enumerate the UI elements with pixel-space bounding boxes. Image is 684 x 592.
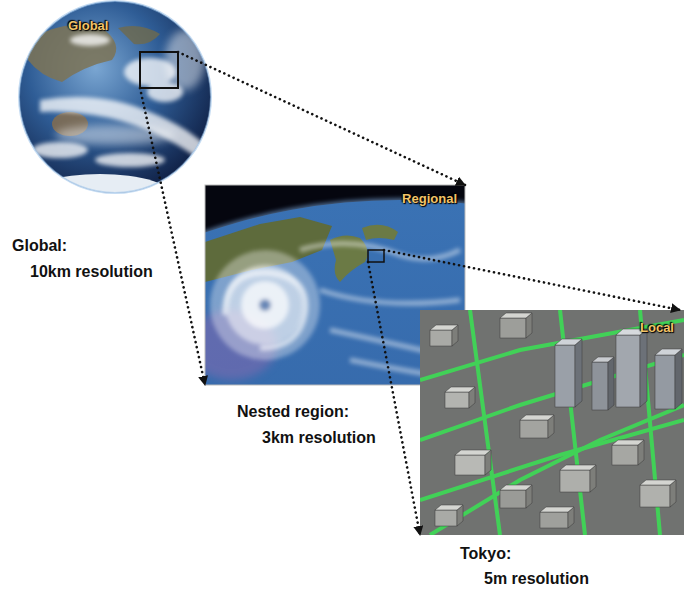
local-image-part-part — [500, 318, 526, 338]
local-image-part — [430, 313, 682, 528]
resolution-label: Nested region: — [237, 402, 349, 422]
globe-image-part-part — [55, 125, 175, 145]
local-image-part-part — [592, 357, 614, 362]
zoom-connector — [368, 262, 420, 535]
panel-label: Regional — [402, 191, 457, 206]
local-image-part-part — [575, 339, 582, 407]
regional-image-part — [210, 250, 320, 360]
zoom-box — [140, 52, 178, 88]
local-image-part-part — [435, 505, 463, 510]
panel-label: Global — [68, 18, 108, 33]
local-image-part-part — [655, 355, 675, 409]
zoom-connector — [178, 52, 465, 185]
local-image-part-part — [445, 387, 475, 392]
globe-image-part-part — [95, 153, 165, 167]
local-image-part-part — [500, 490, 526, 508]
local-image-part-part — [555, 345, 575, 407]
local-image-part-part — [500, 313, 532, 318]
local-panel: Local — [420, 310, 684, 535]
globe-image-part-part — [32, 142, 88, 158]
resolution-label: Tokyo: — [460, 544, 511, 564]
globe-image-part — [55, 30, 205, 145]
local-image-part-part — [608, 357, 614, 410]
local-image-part-part — [560, 465, 596, 470]
regional-image-part-part — [300, 244, 460, 259]
globe-image-part — [25, 174, 175, 222]
regional-image-part-part — [259, 299, 271, 311]
regional-image-part — [205, 200, 465, 385]
local-image-part-part — [455, 455, 485, 475]
zoom-box — [368, 250, 384, 262]
globe-image-part-part — [165, 30, 205, 90]
resolution-label: 5m resolution — [484, 569, 589, 589]
zoom-connector — [384, 250, 680, 310]
local-image-part-part — [592, 362, 608, 410]
regional-image-part-part — [320, 290, 460, 303]
regional-image-part-part — [210, 250, 320, 360]
local-image-part-part — [540, 512, 568, 528]
local-image-part-part — [640, 329, 647, 407]
regional-image-part — [362, 225, 398, 240]
local-image-part-part — [655, 349, 682, 355]
local-image-part-part — [435, 510, 457, 526]
local-image — [420, 310, 684, 535]
regional-image-part — [205, 198, 465, 385]
local-image-part-part — [445, 392, 469, 408]
panel-label: Local — [640, 320, 674, 335]
globe-image-part — [19, 1, 211, 193]
local-image-part — [420, 310, 684, 535]
local-image-part-part — [430, 405, 684, 535]
local-image-part-part — [520, 415, 554, 420]
globe-image — [19, 1, 211, 222]
regional-image-part — [225, 273, 306, 348]
local-image-part-part — [500, 485, 532, 490]
globe-panel: Global — [18, 1, 212, 195]
local-image-part-part — [540, 507, 574, 512]
local-image-part-part — [640, 480, 676, 485]
local-image-part-part — [520, 420, 548, 438]
zoom-connector — [140, 88, 205, 385]
local-image-part-part — [555, 339, 582, 345]
globe-image-part-part — [70, 34, 110, 46]
local-image-part-part — [640, 485, 670, 507]
local-image-part-part — [470, 310, 500, 535]
local-image-part-part — [612, 445, 638, 465]
local-image-part-part — [430, 330, 452, 346]
globe-image-part — [118, 26, 160, 44]
local-image-part-part — [430, 325, 458, 330]
resolution-label: 10km resolution — [30, 262, 153, 282]
local-image-part-part — [612, 440, 644, 445]
resolution-label: Global: — [12, 236, 67, 256]
globe-rim — [19, 1, 211, 193]
globe-image-part — [28, 25, 116, 82]
local-image-part-part — [616, 335, 640, 407]
local-image-part-part — [560, 470, 590, 492]
regional-panel: Regional — [205, 185, 465, 385]
local-image-part — [420, 310, 684, 535]
local-image-part-part — [455, 450, 491, 455]
resolution-label: 3km resolution — [262, 428, 376, 448]
regional-image-part-part — [241, 281, 289, 329]
local-image-part-part — [675, 349, 682, 409]
regional-image — [205, 185, 465, 385]
